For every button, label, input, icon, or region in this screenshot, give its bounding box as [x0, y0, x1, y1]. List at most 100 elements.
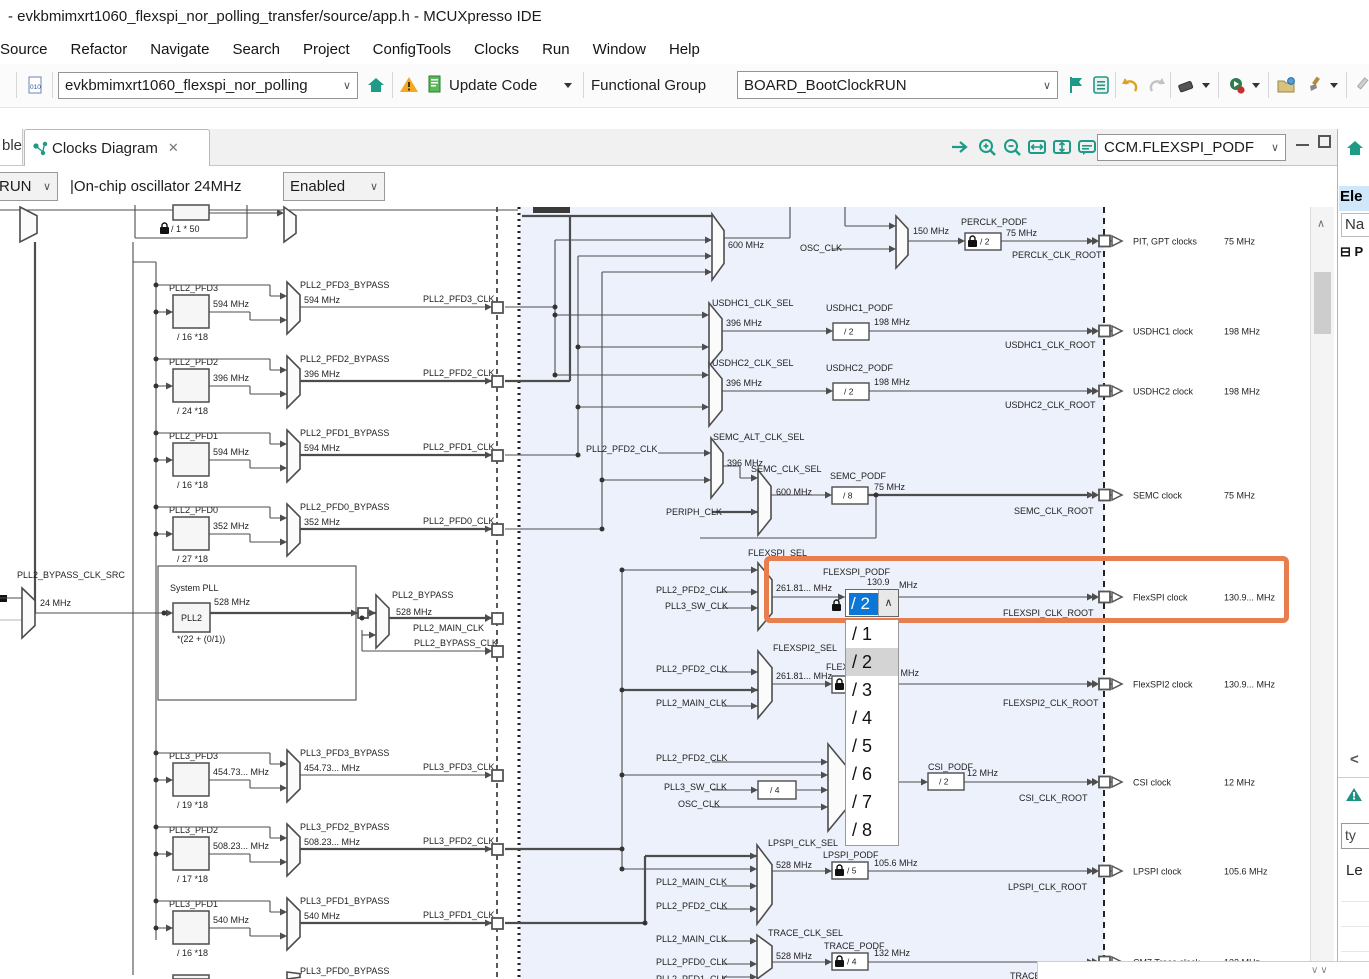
mux-shape[interactable]	[711, 211, 725, 283]
brush-icon[interactable]	[1303, 75, 1323, 95]
divider-option[interactable]: / 4	[852, 708, 873, 728]
mux-shape[interactable]	[286, 502, 301, 558]
binary-file-icon[interactable]: 010	[26, 75, 46, 95]
mux-shape[interactable]	[286, 971, 301, 979]
mux-shape[interactable]	[895, 213, 909, 271]
mux-shape[interactable]	[708, 360, 723, 429]
menu-item-search[interactable]: Search	[232, 40, 280, 58]
divider-option[interactable]: / 7	[852, 792, 873, 812]
boundary-port[interactable]	[1098, 488, 1111, 502]
mux-shape[interactable]	[757, 648, 773, 721]
boundary-port[interactable]	[491, 769, 504, 782]
boundary-port[interactable]	[1098, 775, 1111, 789]
block[interactable]	[172, 204, 210, 221]
divider-block[interactable]	[831, 486, 869, 505]
pll-pfd-block[interactable]	[172, 294, 210, 329]
mux-shape[interactable]	[19, 205, 38, 244]
panel-tree-item[interactable]: ⊟ P	[1340, 244, 1364, 259]
mux-shape[interactable]	[708, 300, 723, 369]
zoom-out-icon[interactable]	[1002, 137, 1022, 157]
pll-pfd-block[interactable]	[172, 442, 210, 477]
tab-clocks-table[interactable]: ble	[0, 129, 23, 165]
boundary-port[interactable]	[491, 843, 504, 856]
home-icon[interactable]	[1345, 138, 1365, 158]
close-icon[interactable]: ✕	[167, 140, 179, 155]
menu-item-clocks[interactable]: Clocks	[474, 40, 520, 58]
menu-item-run[interactable]: Run	[542, 40, 570, 58]
mux-shape[interactable]	[286, 428, 301, 484]
canvas-vertical-scrollbar[interactable]: ∧	[1310, 207, 1334, 979]
mux-shape[interactable]	[710, 435, 724, 501]
comment-icon[interactable]	[1077, 137, 1097, 157]
boundary-port[interactable]	[491, 301, 504, 314]
panel-filter-input[interactable]: ty	[1341, 823, 1369, 849]
mux-shape[interactable]	[283, 205, 297, 244]
menu-item-navigate[interactable]: Navigate	[150, 40, 210, 58]
panel-column-header[interactable]: Na	[1341, 213, 1369, 237]
divider-block[interactable]	[757, 780, 797, 800]
divider-option[interactable]: / 6	[852, 764, 873, 784]
boundary-port[interactable]	[491, 523, 504, 536]
pll-pfd-block[interactable]	[172, 762, 210, 797]
flag-icon[interactable]	[1066, 75, 1086, 95]
menu-item-refactor[interactable]: Refactor	[70, 40, 128, 58]
mux-shape[interactable]	[286, 822, 301, 878]
block[interactable]	[172, 602, 211, 633]
spinner-up-icon[interactable]: ∧	[878, 590, 898, 616]
divider-block[interactable]	[832, 382, 870, 401]
scroll-up-icon[interactable]: ∧	[1317, 218, 1326, 230]
menu-item-project[interactable]: Project	[302, 40, 350, 58]
update-code-dropdown-icon[interactable]	[564, 83, 572, 88]
warning-icon[interactable]	[399, 75, 419, 95]
element-selector[interactable]: CCM.FLEXSPI_PODF ∨	[1097, 134, 1286, 161]
pencil-icon[interactable]	[1353, 75, 1369, 95]
mux-shape[interactable]	[757, 467, 772, 538]
fit-height-icon[interactable]	[1052, 137, 1072, 157]
go-to-element-icon[interactable]	[950, 137, 970, 157]
open-folder-icon[interactable]	[1276, 75, 1296, 95]
mux-shape[interactable]	[286, 896, 301, 952]
redo-icon[interactable]	[1146, 75, 1166, 95]
menu-item-source[interactable]: Source	[0, 40, 48, 58]
maximize-icon[interactable]	[1318, 135, 1331, 148]
minimize-icon[interactable]	[1296, 135, 1309, 146]
menu-item-window[interactable]: Window	[592, 40, 646, 58]
menu-item-help[interactable]: Help	[668, 40, 700, 58]
eraser-dropdown-icon[interactable]	[1202, 83, 1210, 88]
update-code-button[interactable]: Update Code	[449, 77, 538, 94]
collapse-panel-icon[interactable]: <	[1350, 751, 1359, 768]
zoom-in-icon[interactable]	[977, 137, 997, 157]
brush-dropdown-icon[interactable]	[1330, 83, 1338, 88]
fit-width-icon[interactable]	[1027, 137, 1047, 157]
scrollbar-thumb[interactable]	[1314, 272, 1331, 334]
boundary-port[interactable]	[1098, 384, 1111, 398]
clipboard-icon[interactable]	[1091, 75, 1111, 95]
functional-group-selector[interactable]: BOARD_BootClockRUN ∨	[737, 71, 1058, 99]
pll-pfd-block[interactable]	[172, 368, 210, 403]
divider-option[interactable]: / 5	[852, 736, 873, 756]
divider-option[interactable]: / 3	[852, 680, 873, 700]
run-mode-selector[interactable]: RUN ∨	[0, 172, 58, 201]
oscillator-selector[interactable]: Enabled ∨	[283, 172, 385, 201]
project-selector[interactable]: evkbmimxrt1060_flexspi_nor_polling ∨	[58, 72, 358, 99]
boundary-port[interactable]	[1098, 677, 1111, 691]
flexspi-podf-spinner[interactable]: / 2 ∧	[845, 589, 899, 617]
boundary-port[interactable]	[491, 612, 504, 625]
mux-shape[interactable]	[375, 593, 390, 650]
divider-option[interactable]: / 8	[852, 820, 873, 840]
menu-item-configtools[interactable]: ConfigTools	[372, 40, 452, 58]
mux-shape[interactable]	[286, 354, 301, 410]
mux-shape[interactable]	[286, 280, 301, 336]
mux-shape[interactable]	[756, 842, 773, 927]
pll-pfd-block[interactable]	[172, 910, 210, 945]
divider-block[interactable]	[927, 772, 965, 791]
mux-shape[interactable]	[756, 933, 773, 979]
divider-option[interactable]: / 2	[846, 648, 898, 676]
divider-option[interactable]: / 1	[852, 624, 873, 644]
pll-pfd-block[interactable]	[172, 516, 210, 551]
run-config-dropdown-icon[interactable]	[1252, 83, 1260, 88]
home-icon[interactable]	[366, 75, 386, 95]
boundary-port[interactable]	[491, 645, 504, 658]
mux-shape[interactable]	[286, 748, 301, 804]
eraser-icon[interactable]	[1176, 75, 1196, 95]
